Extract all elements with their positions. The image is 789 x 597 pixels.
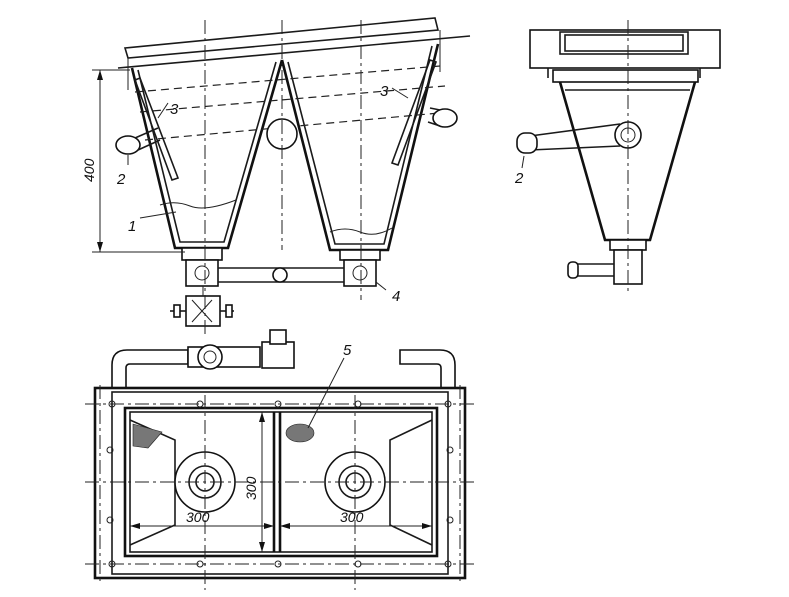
right-outlet-valve — [343, 259, 377, 287]
material-level-right — [329, 227, 393, 235]
left-pipe-elbow — [111, 349, 189, 389]
label-part-3-left: 3 — [170, 101, 179, 118]
rod-pin — [272, 267, 288, 283]
right-handle-knob — [432, 108, 458, 128]
dimension-plan-depth: 300 — [243, 476, 259, 500]
label-part-2-front: 2 — [116, 171, 126, 188]
label-part-2-side: 2 — [514, 170, 524, 187]
side-view — [516, 20, 721, 295]
left-hopper — [130, 59, 284, 250]
right-outlet-flange — [339, 249, 381, 261]
mesh-patch-right — [285, 423, 315, 443]
left-inclined-plate — [133, 76, 180, 182]
pipe-tee — [261, 341, 295, 369]
label-part-1: 1 — [128, 218, 136, 235]
left-handle-knob — [115, 135, 141, 155]
left-outlet-valve — [185, 259, 219, 287]
right-pipe-elbow — [399, 349, 456, 389]
mesh-patch-left — [132, 423, 163, 449]
hopper-rim — [117, 35, 471, 69]
dimension-plan-width-right: 300 — [340, 509, 364, 525]
front-view — [92, 17, 471, 335]
pipe-valve — [197, 344, 223, 370]
cross-valve — [185, 295, 221, 327]
left-outlet-flange — [181, 247, 223, 261]
hopper-lid — [123, 17, 440, 59]
right-inclined-plate — [390, 58, 438, 167]
dimension-height: 400 — [81, 158, 97, 182]
label-part-5: 5 — [343, 342, 352, 359]
leader-part-5 — [307, 357, 345, 429]
plan-outer-frame — [93, 386, 467, 580]
label-part-4: 4 — [392, 288, 400, 305]
material-level-left — [159, 199, 237, 209]
dimension-plan-width-left: 300 — [186, 509, 210, 525]
label-part-3-right: 3 — [380, 83, 389, 100]
plan-view — [85, 329, 475, 590]
side-handle-grip — [516, 132, 538, 154]
right-hopper — [280, 43, 440, 252]
